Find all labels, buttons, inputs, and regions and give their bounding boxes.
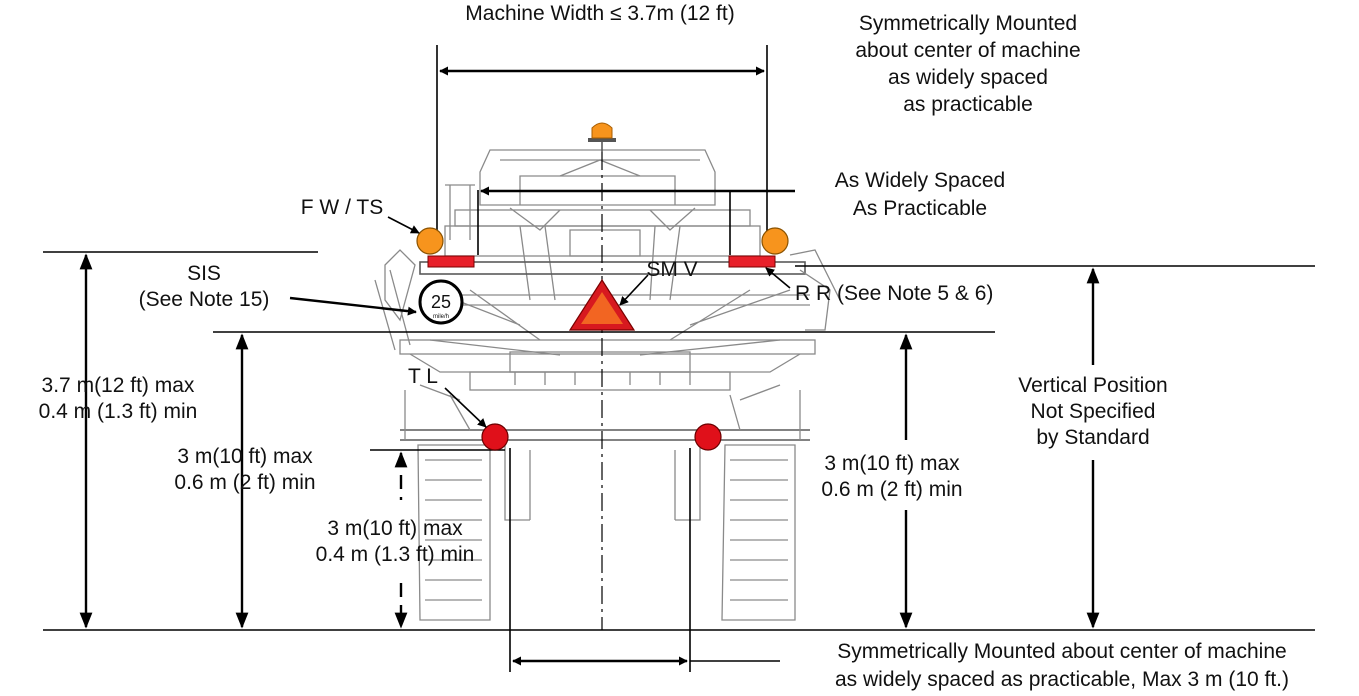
left-tail-lamp-icon	[481, 423, 509, 451]
flashing-warning-lamps: F W / TS	[301, 196, 789, 255]
smv-emblem: SM V	[568, 258, 698, 331]
left-amber-lamp-icon	[416, 227, 444, 255]
speed-id-symbol: 25 mile/h SIS (See Note 15)	[139, 262, 464, 325]
right-min-label: 0.6 m (2 ft) min	[821, 478, 962, 501]
sprayer-machine-outline	[374, 122, 841, 630]
right-max-label: 3 m(10 ft) max	[824, 452, 960, 475]
sis-height-dimension: 3 m(10 ft) max 0.6 m (2 ft) min	[174, 333, 316, 629]
sym-mounted-top-note: Symmetrically Mounted about center of ma…	[855, 12, 1080, 116]
widely-spaced-dimension: As Widely Spaced As Practicable	[477, 169, 1005, 255]
sym-top-line-2: about center of machine	[855, 39, 1080, 62]
beacon-light-icon	[588, 122, 616, 152]
machine-width-dimension: Machine Width ≤ 3.7m (12 ft)	[436, 2, 768, 245]
mid-min-label: 0.6 m (2 ft) min	[174, 471, 315, 494]
smv-height-dimension: 3 m(10 ft) max 0.6 m (2 ft) min	[821, 333, 963, 629]
bottom-line-1: Symmetrically Mounted about center of ma…	[837, 640, 1286, 663]
tail-light-height-dimension: 3 m(10 ft) max 0.4 m (1.3 ft) min	[316, 451, 475, 629]
bottom-line-2: as widely spaced as practicable, Max 3 m…	[835, 668, 1289, 691]
sis-label-1: SIS	[187, 262, 221, 285]
left-max-label: 3.7 m(12 ft) max	[42, 374, 195, 397]
sym-top-line-3: as widely spaced	[888, 66, 1048, 89]
vert-line-1: Vertical Position	[1018, 374, 1167, 397]
right-amber-lamp-icon	[761, 227, 789, 255]
left-red-reflector-icon	[427, 255, 475, 268]
left-height-dimension: 3.7 m(12 ft) max 0.4 m (1.3 ft) min	[39, 253, 198, 629]
sym-top-line-1: Symmetrically Mounted	[859, 12, 1077, 35]
low-min-label: 0.4 m (1.3 ft) min	[316, 543, 475, 566]
left-min-label: 0.4 m (1.3 ft) min	[39, 400, 198, 423]
sis-label-2: (See Note 15)	[139, 288, 270, 311]
tl-label: T L	[408, 365, 438, 388]
vertical-position-dimension: Vertical Position Not Specified by Stand…	[1018, 267, 1168, 629]
wide-line-2: As Practicable	[853, 197, 987, 220]
tail-lamps: T L	[408, 365, 722, 451]
vert-line-3: by Standard	[1036, 426, 1149, 449]
sym-top-line-4: as practicable	[903, 93, 1033, 116]
machine-width-label: Machine Width ≤ 3.7m (12 ft)	[465, 2, 734, 25]
right-tail-lamp-icon	[694, 423, 722, 451]
speed-sign-icon	[418, 279, 464, 325]
reference-lines	[43, 251, 1315, 672]
low-max-label: 3 m(10 ft) max	[327, 517, 463, 540]
smv-label: SM V	[646, 258, 697, 281]
rr-label: R R (See Note 5 & 6)	[795, 282, 993, 305]
fwts-label: F W / TS	[301, 196, 383, 219]
red-reflectors: R R (See Note 5 & 6)	[427, 255, 993, 305]
mid-max-label: 3 m(10 ft) max	[177, 445, 313, 468]
speed-sign-value: 25	[431, 292, 451, 312]
vert-line-2: Not Specified	[1031, 400, 1156, 423]
tail-light-spacing-dimension: Symmetrically Mounted about center of ma…	[512, 640, 1289, 691]
wide-line-1: As Widely Spaced	[835, 169, 1005, 192]
speed-sign-unit: mile/h	[433, 314, 449, 320]
right-red-reflector-icon	[728, 255, 776, 268]
